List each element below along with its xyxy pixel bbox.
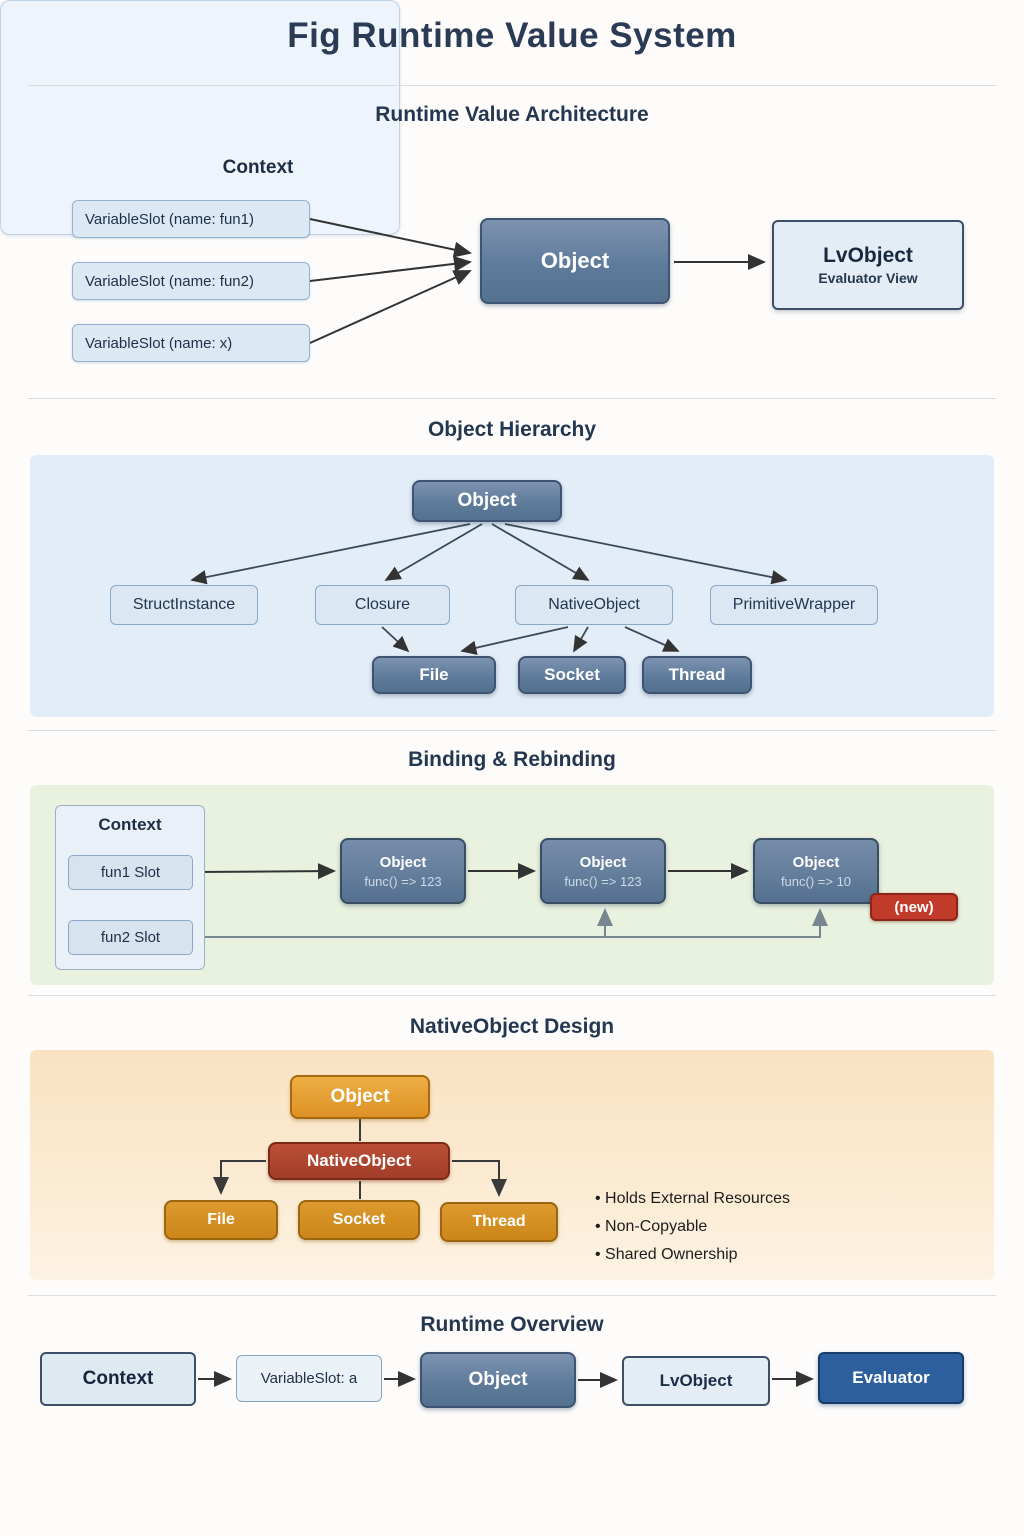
fun1-slot: fun1 Slot xyxy=(68,855,193,890)
context-panel xyxy=(0,0,400,235)
context-panel-label: Context xyxy=(222,157,294,178)
binding-object-3: Object func() => 10 xyxy=(753,838,879,904)
section-heading-overview: Runtime Overview xyxy=(420,1313,604,1336)
node-file: File xyxy=(372,656,496,694)
node-closure: Closure xyxy=(315,585,450,625)
overview-evaluator: Evaluator xyxy=(818,1352,964,1404)
variable-slot-x: VariableSlot (name: x) xyxy=(72,324,310,362)
native-design-thread: Thread xyxy=(440,1202,558,1242)
node-primitivewrapper: PrimitiveWrapper xyxy=(710,585,878,625)
node-structinstance: StructInstance xyxy=(110,585,258,625)
native-design-socket: Socket xyxy=(298,1200,420,1240)
binding-object-2-value: func() => 123 xyxy=(564,873,642,889)
node-socket: Socket xyxy=(518,656,626,694)
lvobject-node: LvObject Evaluator View xyxy=(772,220,964,310)
native-design-object: Object xyxy=(290,1075,430,1119)
native-design-file: File xyxy=(164,1200,278,1240)
divider xyxy=(28,398,996,399)
object-node: Object xyxy=(480,218,670,304)
page-title: Fig Runtime Value System xyxy=(287,16,737,55)
node-thread: Thread xyxy=(642,656,752,694)
binding-object-1-value: func() => 123 xyxy=(364,873,442,889)
divider xyxy=(28,730,996,731)
binding-object-3-title: Object xyxy=(792,853,840,871)
section-heading-architecture: Runtime Value Architecture xyxy=(375,103,649,126)
divider xyxy=(28,995,996,996)
bullet-item: Holds External Resources xyxy=(595,1190,790,1208)
section-heading-binding: Binding & Rebinding xyxy=(408,748,616,771)
binding-object-2-title: Object xyxy=(579,853,627,871)
new-badge: (new) xyxy=(870,893,958,921)
lvobject-subtitle: Evaluator View xyxy=(818,270,918,286)
overview-variableslot: VariableSlot: a xyxy=(236,1355,382,1402)
lvobject-title: LvObject xyxy=(823,244,913,267)
section-heading-hierarchy: Object Hierarchy xyxy=(427,418,597,441)
variable-slot-fun2: VariableSlot (name: fun2) xyxy=(72,262,310,300)
variable-slot-fun1: VariableSlot (name: fun1) xyxy=(72,200,310,238)
binding-object-3-value: func() => 10 xyxy=(780,873,852,889)
binding-context-label: Context xyxy=(98,815,162,834)
section-heading-native: NativeObject Design xyxy=(409,1015,615,1038)
native-design-bullets: Holds External Resources Non-Copyable Sh… xyxy=(595,1190,790,1274)
binding-object-1-title: Object xyxy=(379,853,427,871)
native-design-nativeobject: NativeObject xyxy=(268,1142,450,1180)
binding-object-1: Object func() => 123 xyxy=(340,838,466,904)
fun2-slot: fun2 Slot xyxy=(68,920,193,955)
divider xyxy=(28,85,996,86)
divider xyxy=(28,1295,996,1296)
hierarchy-root-object: Object xyxy=(412,480,562,522)
binding-object-2: Object func() => 123 xyxy=(540,838,666,904)
nativeobject-panel xyxy=(30,1050,994,1280)
overview-object: Object xyxy=(420,1352,576,1408)
overview-context: Context xyxy=(40,1352,196,1406)
overview-lvobject: LvObject xyxy=(622,1356,770,1406)
bullet-item: Non-Copyable xyxy=(595,1218,790,1236)
node-nativeobject: NativeObject xyxy=(515,585,673,625)
bullet-item: Shared Ownership xyxy=(595,1246,790,1264)
